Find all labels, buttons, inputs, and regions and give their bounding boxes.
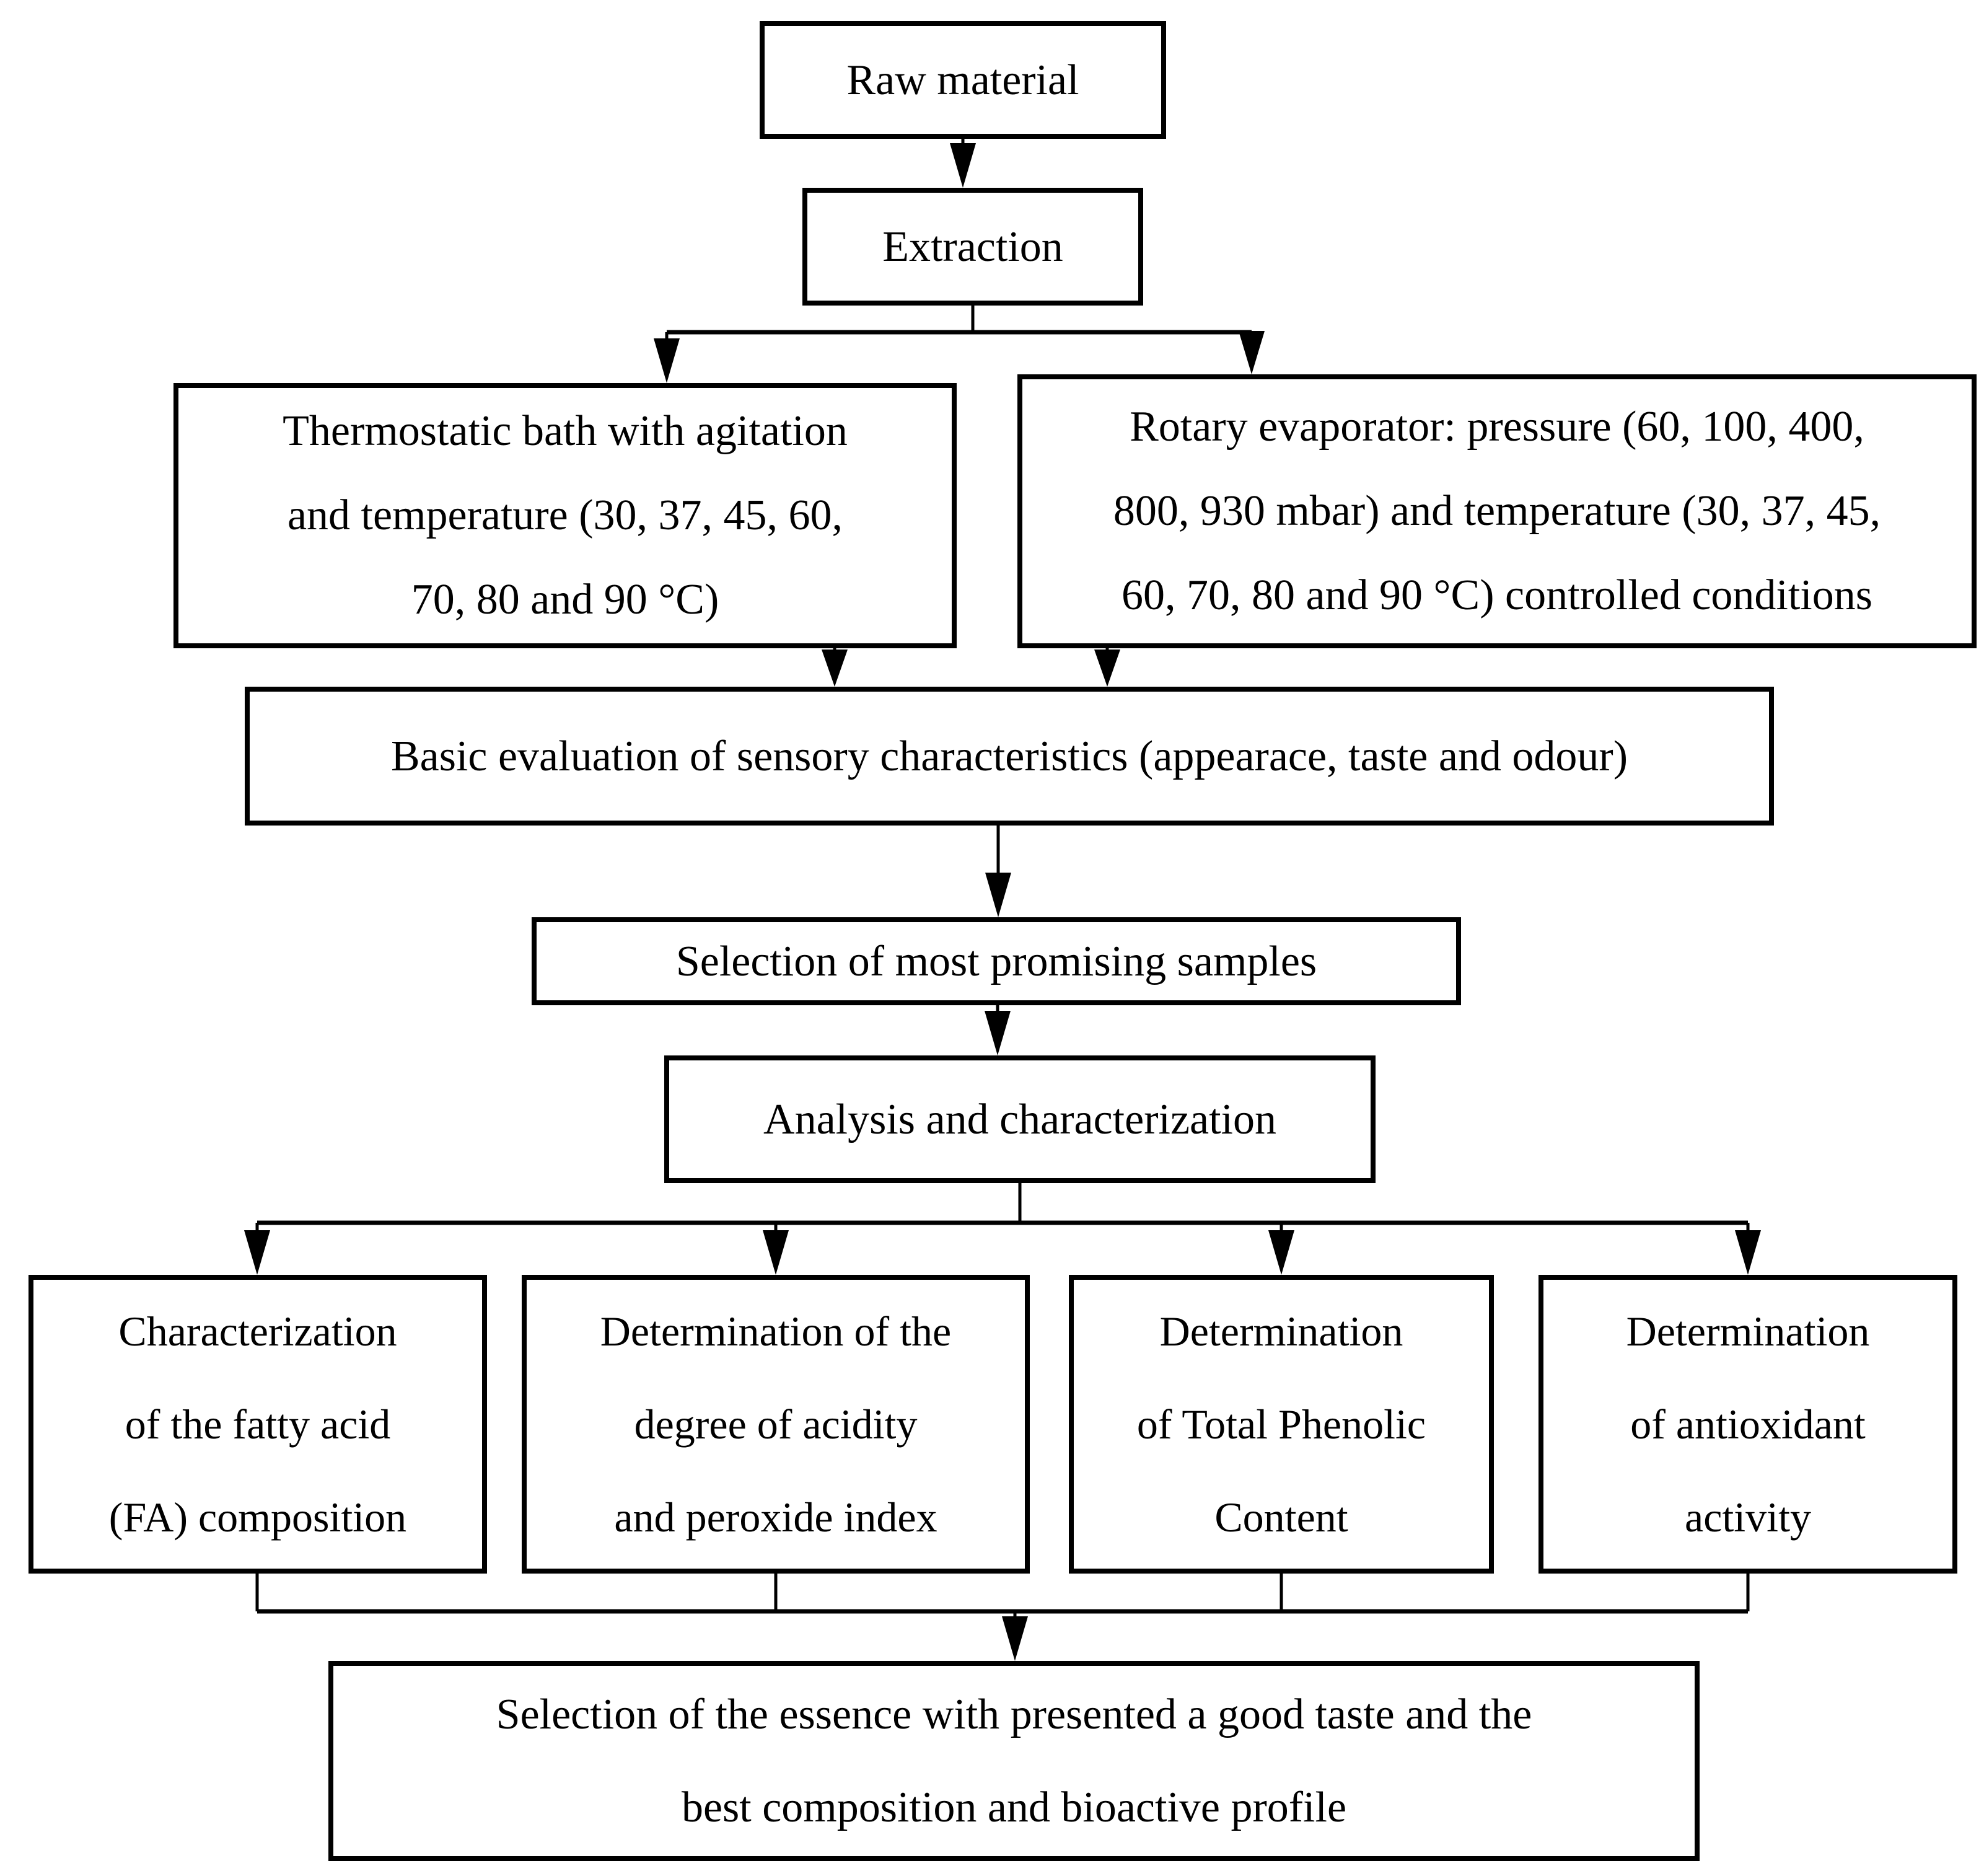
node-acidity-peroxide: Determination of the degree of acidity a… xyxy=(522,1275,1030,1574)
node-selection-samples: Selection of most promising samples xyxy=(532,917,1461,1005)
node-acidity-peroxide-line: and peroxide index xyxy=(614,1494,937,1541)
node-thermostatic-bath-line: Thermostatic bath with agitation xyxy=(283,407,848,455)
node-selection-samples-label: Selection of most promising samples xyxy=(675,937,1317,985)
node-fatty-acid-line: (FA) composition xyxy=(108,1494,407,1541)
node-thermostatic-bath-line: and temperature (30, 37, 45, 60, xyxy=(287,491,843,539)
node-raw-material-label: Raw material xyxy=(846,56,1079,104)
node-total-phenolic-line: Determination xyxy=(1159,1308,1403,1355)
node-antioxidant-activity-line: Determination xyxy=(1626,1308,1870,1355)
node-total-phenolic-line: of Total Phenolic xyxy=(1136,1401,1426,1448)
node-extraction-label: Extraction xyxy=(882,222,1063,271)
node-rotary-evaporator-line: 60, 70, 80 and 90 °C) controlled conditi… xyxy=(1121,571,1872,619)
node-fatty-acid: Characterization of the fatty acid (FA) … xyxy=(29,1275,487,1574)
node-antioxidant-activity: Determination of antioxidant activity xyxy=(1538,1275,1957,1574)
node-final-selection-line: best composition and bioactive profile xyxy=(681,1783,1347,1831)
node-thermostatic-bath-line: 70, 80 and 90 °C) xyxy=(411,576,719,623)
node-rotary-evaporator-line: Rotary evaporator: pressure (60, 100, 40… xyxy=(1130,403,1864,451)
node-raw-material: Raw material xyxy=(760,21,1166,139)
node-fatty-acid-line: of the fatty acid xyxy=(125,1401,391,1448)
node-acidity-peroxide-line: Determination of the xyxy=(600,1308,952,1355)
node-antioxidant-activity-line: of antioxidant xyxy=(1630,1401,1866,1448)
node-analysis-characterization: Analysis and characterization xyxy=(664,1055,1376,1183)
node-fatty-acid-line: Characterization xyxy=(118,1308,397,1355)
arrow-basic-to-selection xyxy=(985,826,1011,917)
connector-merge-to-final xyxy=(255,1574,1750,1661)
arrow-raw-to-extraction xyxy=(950,139,976,188)
node-basic-evaluation: Basic evaluation of sensory characterist… xyxy=(245,687,1774,826)
node-final-selection: Selection of the essence with presented … xyxy=(328,1661,1700,1861)
node-rotary-evaporator-line: 800, 930 mbar) and temperature (30, 37, … xyxy=(1113,487,1881,535)
arrow-thermo-to-basic xyxy=(822,648,848,687)
node-analysis-characterization-label: Analysis and characterization xyxy=(763,1095,1276,1143)
node-thermostatic-bath: Thermostatic bath with agitation and tem… xyxy=(173,383,957,648)
node-rotary-evaporator: Rotary evaporator: pressure (60, 100, 40… xyxy=(1017,374,1977,648)
node-final-selection-line: Selection of the essence with presented … xyxy=(496,1690,1532,1738)
node-extraction: Extraction xyxy=(802,188,1143,306)
node-basic-evaluation-label: Basic evaluation of sensory characterist… xyxy=(390,732,1628,780)
node-total-phenolic-line: Content xyxy=(1214,1494,1348,1541)
connector-extraction-branch xyxy=(654,306,1265,383)
connector-analysis-branch xyxy=(244,1183,1761,1275)
node-total-phenolic: Determination of Total Phenolic Content xyxy=(1069,1275,1494,1574)
node-antioxidant-activity-line: activity xyxy=(1685,1494,1811,1541)
arrow-rotary-to-basic xyxy=(1094,648,1120,687)
arrow-selection-to-analysis xyxy=(985,1005,1011,1055)
node-acidity-peroxide-line: degree of acidity xyxy=(634,1401,918,1448)
